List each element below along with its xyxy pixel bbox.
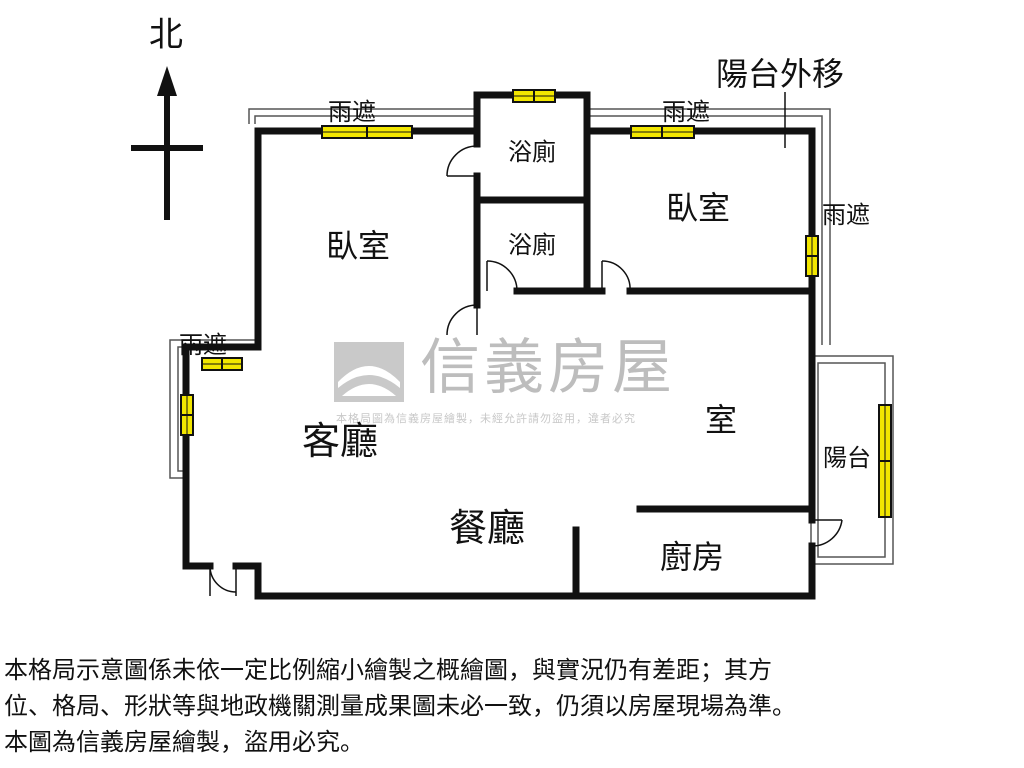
annotation-canopy-top-left: 雨遮 — [328, 98, 376, 126]
room-label-balcony: 陽台 — [823, 444, 871, 472]
room-label-bath-upper: 浴廁 — [508, 138, 556, 166]
doors — [209, 145, 843, 596]
windows — [180, 89, 892, 518]
window-living-top — [201, 357, 243, 371]
north-label: 北 — [149, 15, 183, 55]
window-right-bedroom — [805, 235, 819, 277]
room-label-room: 室 — [705, 401, 738, 439]
floor-plan — [131, 66, 894, 600]
room-label-bedroom-west: 臥室 — [326, 227, 391, 265]
canopy-outlines — [169, 108, 894, 565]
door-bath-upper — [446, 145, 478, 177]
annotation-canopy-left: 雨遮 — [179, 331, 227, 359]
disclaimer-line-3: 本圖為信義房屋繪製，盜用必究。 — [4, 728, 364, 756]
window-living-left — [180, 394, 194, 436]
watermark-logo-icon — [334, 342, 404, 402]
room-label-bedroom-east: 臥室 — [666, 189, 731, 227]
annotation-canopy-right: 雨遮 — [822, 201, 870, 229]
room-label-living-room: 客廳 — [302, 419, 379, 463]
disclaimer: 本格局示意圖係未依一定比例縮小繪製之概繪圖，與實況仍有差距；其方 位、格局、形狀… — [4, 652, 1020, 760]
window-top-right — [630, 125, 695, 139]
walls — [182, 91, 816, 600]
watermark-notice: 本格局圖為信義房屋繪製，未經允許請勿盜用，違者必究 — [336, 412, 636, 425]
annotation-canopy-top-right: 雨遮 — [662, 98, 710, 126]
window-bath-top — [512, 89, 556, 103]
room-label-bath-lower: 浴廁 — [508, 231, 556, 259]
disclaimer-line-1: 本格局示意圖係未依一定比例縮小繪製之概繪圖，與實況仍有差距；其方 — [4, 656, 772, 684]
door-bedroom-west — [446, 304, 478, 336]
annotation-balcony-moved-out: 陽台外移 — [716, 55, 845, 93]
disclaimer-line-2: 位、格局、形狀等與地政機關測量成果圖未必一致，仍須以房屋現場為準。 — [4, 692, 796, 720]
door-bedroom-east — [601, 260, 631, 292]
room-label-dining-room: 餐廳 — [449, 506, 526, 550]
watermark-brand: 信義房屋 — [420, 333, 676, 403]
window-balcony — [878, 404, 892, 518]
north-arrow-icon — [131, 66, 203, 220]
door-entrance — [209, 565, 237, 596]
room-label-kitchen: 廚房 — [660, 538, 725, 576]
door-bath-lower — [486, 260, 518, 292]
window-top-left — [321, 125, 413, 139]
door-kitchen-balcony — [811, 519, 843, 547]
